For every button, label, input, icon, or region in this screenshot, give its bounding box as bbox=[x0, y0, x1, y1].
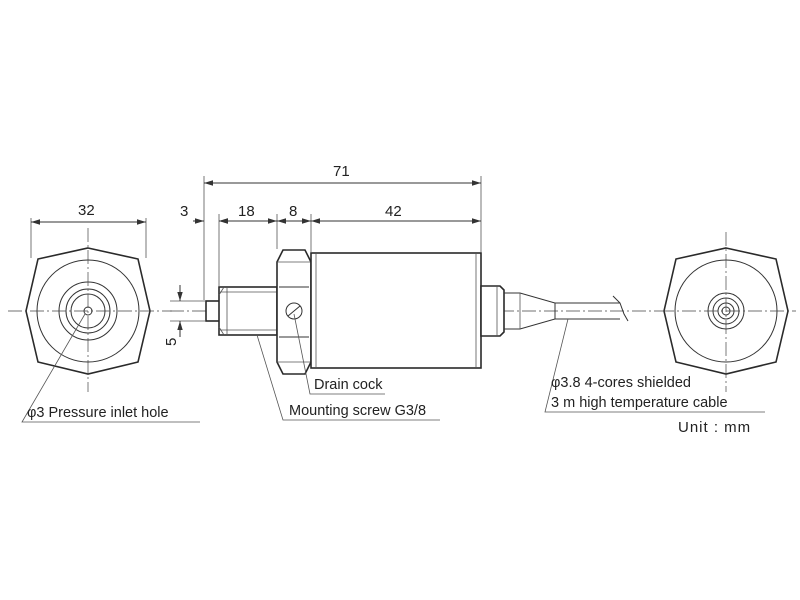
dim-5: 5 bbox=[163, 338, 180, 346]
dim-32: 32 bbox=[78, 202, 95, 219]
front-end-view bbox=[8, 218, 172, 392]
cable-label-line2: 3 m high temperature cable bbox=[551, 395, 728, 411]
callout-leaders bbox=[21, 313, 765, 423]
dim-18: 18 bbox=[238, 203, 255, 220]
unit-label: Unit : mm bbox=[678, 419, 751, 436]
pressure-inlet-label: φ3 Pressure inlet hole bbox=[27, 405, 169, 421]
side-view bbox=[170, 176, 660, 375]
dim-8: 8 bbox=[289, 203, 297, 220]
dim-71: 71 bbox=[333, 163, 350, 180]
mounting-screw-label: Mounting screw G3/8 bbox=[289, 403, 426, 419]
rear-end-view bbox=[660, 232, 796, 392]
cable-label-line1: φ3.8 4-cores shielded bbox=[551, 375, 691, 391]
dim-42: 42 bbox=[385, 203, 402, 220]
dim-3: 3 bbox=[180, 203, 188, 220]
drain-cock-label: Drain cock bbox=[314, 377, 383, 393]
